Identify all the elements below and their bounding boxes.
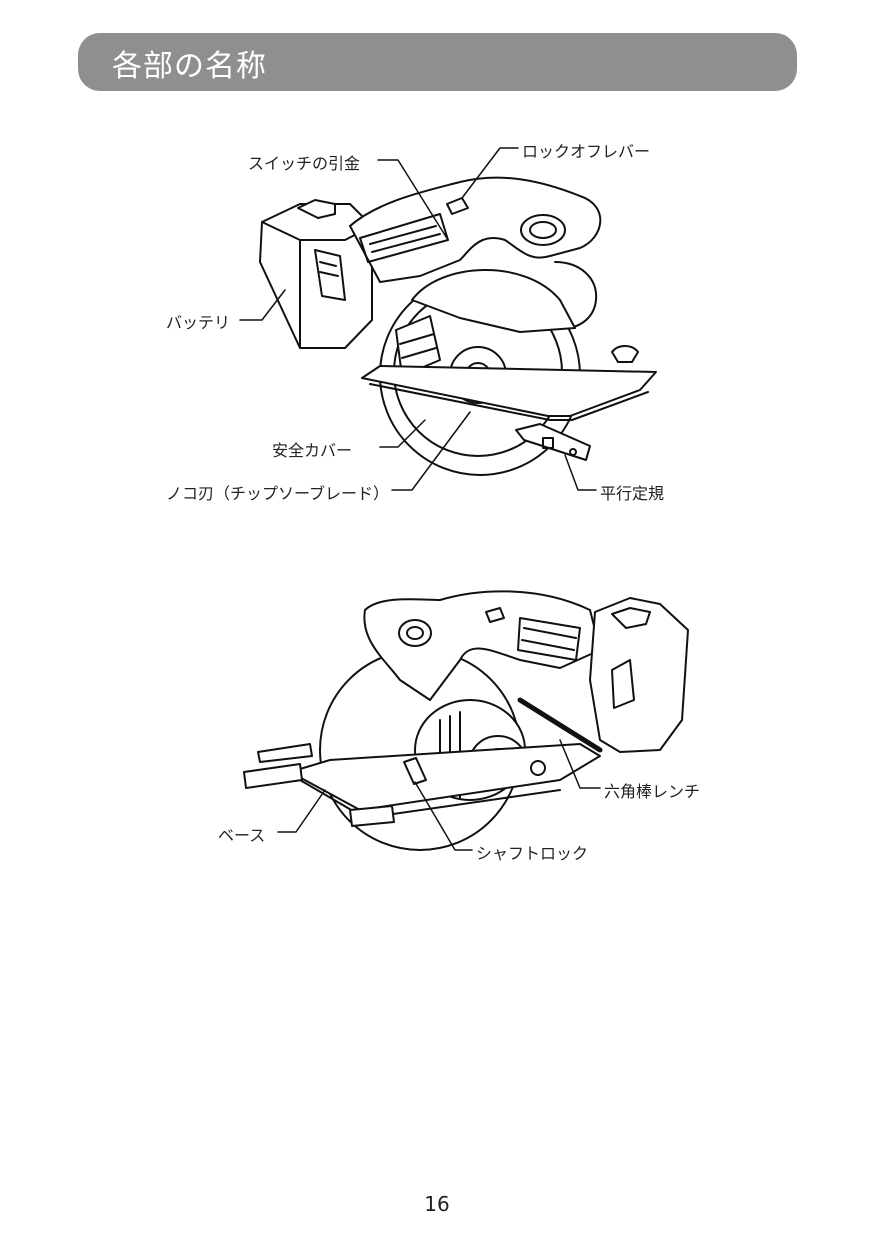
battery-drawing-rear	[589, 597, 689, 753]
hex-wrench-drawing	[517, 697, 603, 753]
label-saw-blade: ノコ刃（チップソーブレード）	[166, 484, 390, 503]
battery-drawing	[259, 199, 373, 349]
page-number: 16	[424, 1192, 450, 1216]
label-shaft-lock: シャフトロック	[476, 844, 589, 863]
shaft-lock-drawing	[403, 757, 427, 785]
base-plate-drawing	[361, 345, 657, 421]
leader-lines-rear	[277, 739, 601, 851]
label-safety-cover: 安全カバー	[272, 441, 353, 460]
section-header-bar: 各部の名称	[78, 33, 797, 91]
section-title: 各部の名称	[112, 49, 267, 84]
label-parallel-guide: 平行定規	[600, 484, 665, 503]
label-base: ベース	[218, 826, 266, 845]
label-lock-off-lever: ロックオフレバー	[522, 142, 651, 161]
label-switch-trigger: スイッチの引金	[248, 154, 361, 173]
handle-drawing-rear	[363, 590, 601, 701]
saw-rear-view-illustration	[243, 590, 689, 851]
saw-front-view-illustration	[239, 147, 657, 491]
label-hex-wrench: 六角棒レンチ	[604, 782, 701, 801]
handle-drawing	[349, 176, 602, 283]
base-plate-drawing-rear	[243, 743, 601, 827]
parallel-guide-drawing	[515, 423, 591, 461]
label-battery: バッテリ	[166, 313, 231, 332]
leader-lines	[239, 147, 597, 491]
